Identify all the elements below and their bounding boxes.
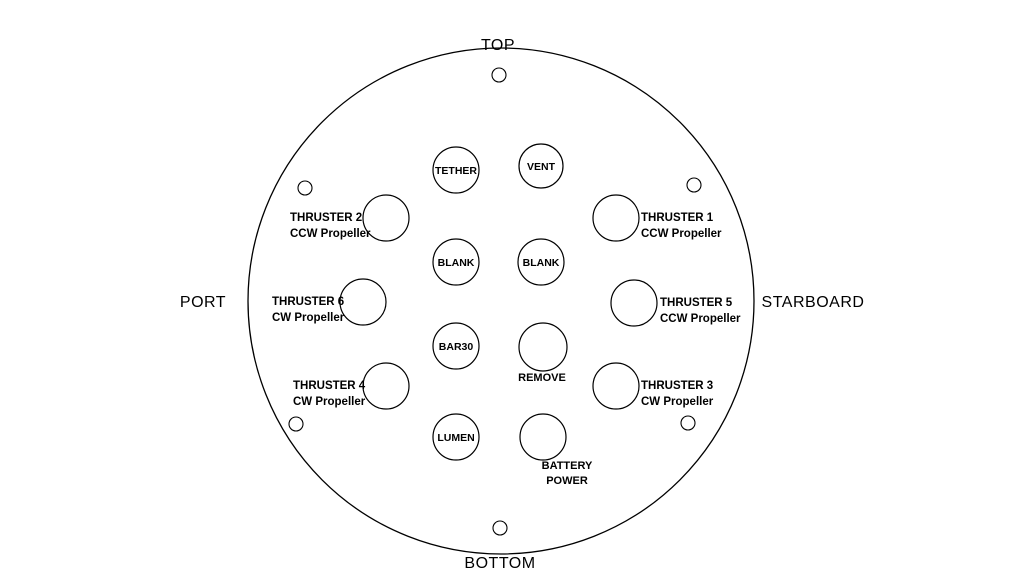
thruster-3-prop: CW Propeller (641, 396, 714, 408)
screw-hole-bottom (492, 520, 508, 536)
hole-thruster-5 (610, 279, 658, 327)
hole-label-remove: REMOVE (518, 372, 566, 384)
hole-label-bar30: BAR30 (439, 341, 474, 353)
thruster-5-prop: CCW Propeller (660, 313, 741, 325)
hole-tether (432, 146, 480, 194)
orientation-label-port: PORT (180, 294, 226, 311)
thruster-5-name: THRUSTER 5 (660, 297, 733, 309)
hole-vent (518, 143, 564, 189)
hole-bar30 (432, 322, 480, 370)
thruster-2-name: THRUSTER 2 (290, 212, 362, 224)
orientation-label-top: TOP (481, 37, 515, 54)
hole-label-tether: TETHER (435, 165, 477, 177)
screw-hole-top (491, 67, 507, 83)
hole-blank-left (432, 238, 480, 286)
hole-label-blank-right: BLANK (523, 257, 560, 269)
hole-thruster-6 (339, 278, 387, 326)
hole-label-lumen: LUMEN (437, 432, 474, 444)
thruster-1-name: THRUSTER 1 (641, 212, 714, 224)
hole-lumen (432, 413, 480, 461)
screw-hole-upper-left (297, 180, 313, 196)
thruster-6-prop: CW Propeller (272, 312, 345, 324)
hole-label-blank-left: BLANK (438, 257, 475, 269)
endcap-outline (247, 47, 755, 555)
thruster-4-prop: CW Propeller (293, 396, 366, 408)
thruster-6-name: THRUSTER 6 (272, 296, 344, 308)
screw-hole-lower-right (680, 415, 696, 431)
thruster-1-prop: CCW Propeller (641, 228, 722, 240)
hole-thruster-3 (592, 362, 640, 410)
hole-label-battery-line1: BATTERY (542, 460, 593, 472)
hole-battery-power (519, 413, 567, 461)
thruster-2-prop: CCW Propeller (290, 228, 371, 240)
hole-thruster-2 (362, 194, 410, 242)
hole-label-battery-line2: POWER (546, 475, 588, 487)
hole-remove (518, 322, 568, 372)
hole-thruster-4 (362, 362, 410, 410)
thruster-4-name: THRUSTER 4 (293, 380, 366, 392)
orientation-label-bottom: BOTTOM (464, 555, 535, 572)
thruster-3-name: THRUSTER 3 (641, 380, 713, 392)
screw-hole-lower-left (288, 416, 304, 432)
orientation-label-starboard: STARBOARD (762, 294, 865, 311)
screw-hole-upper-right (686, 177, 702, 193)
hole-thruster-1 (592, 194, 640, 242)
hole-label-vent: VENT (527, 161, 556, 173)
hole-blank-right (517, 238, 565, 286)
